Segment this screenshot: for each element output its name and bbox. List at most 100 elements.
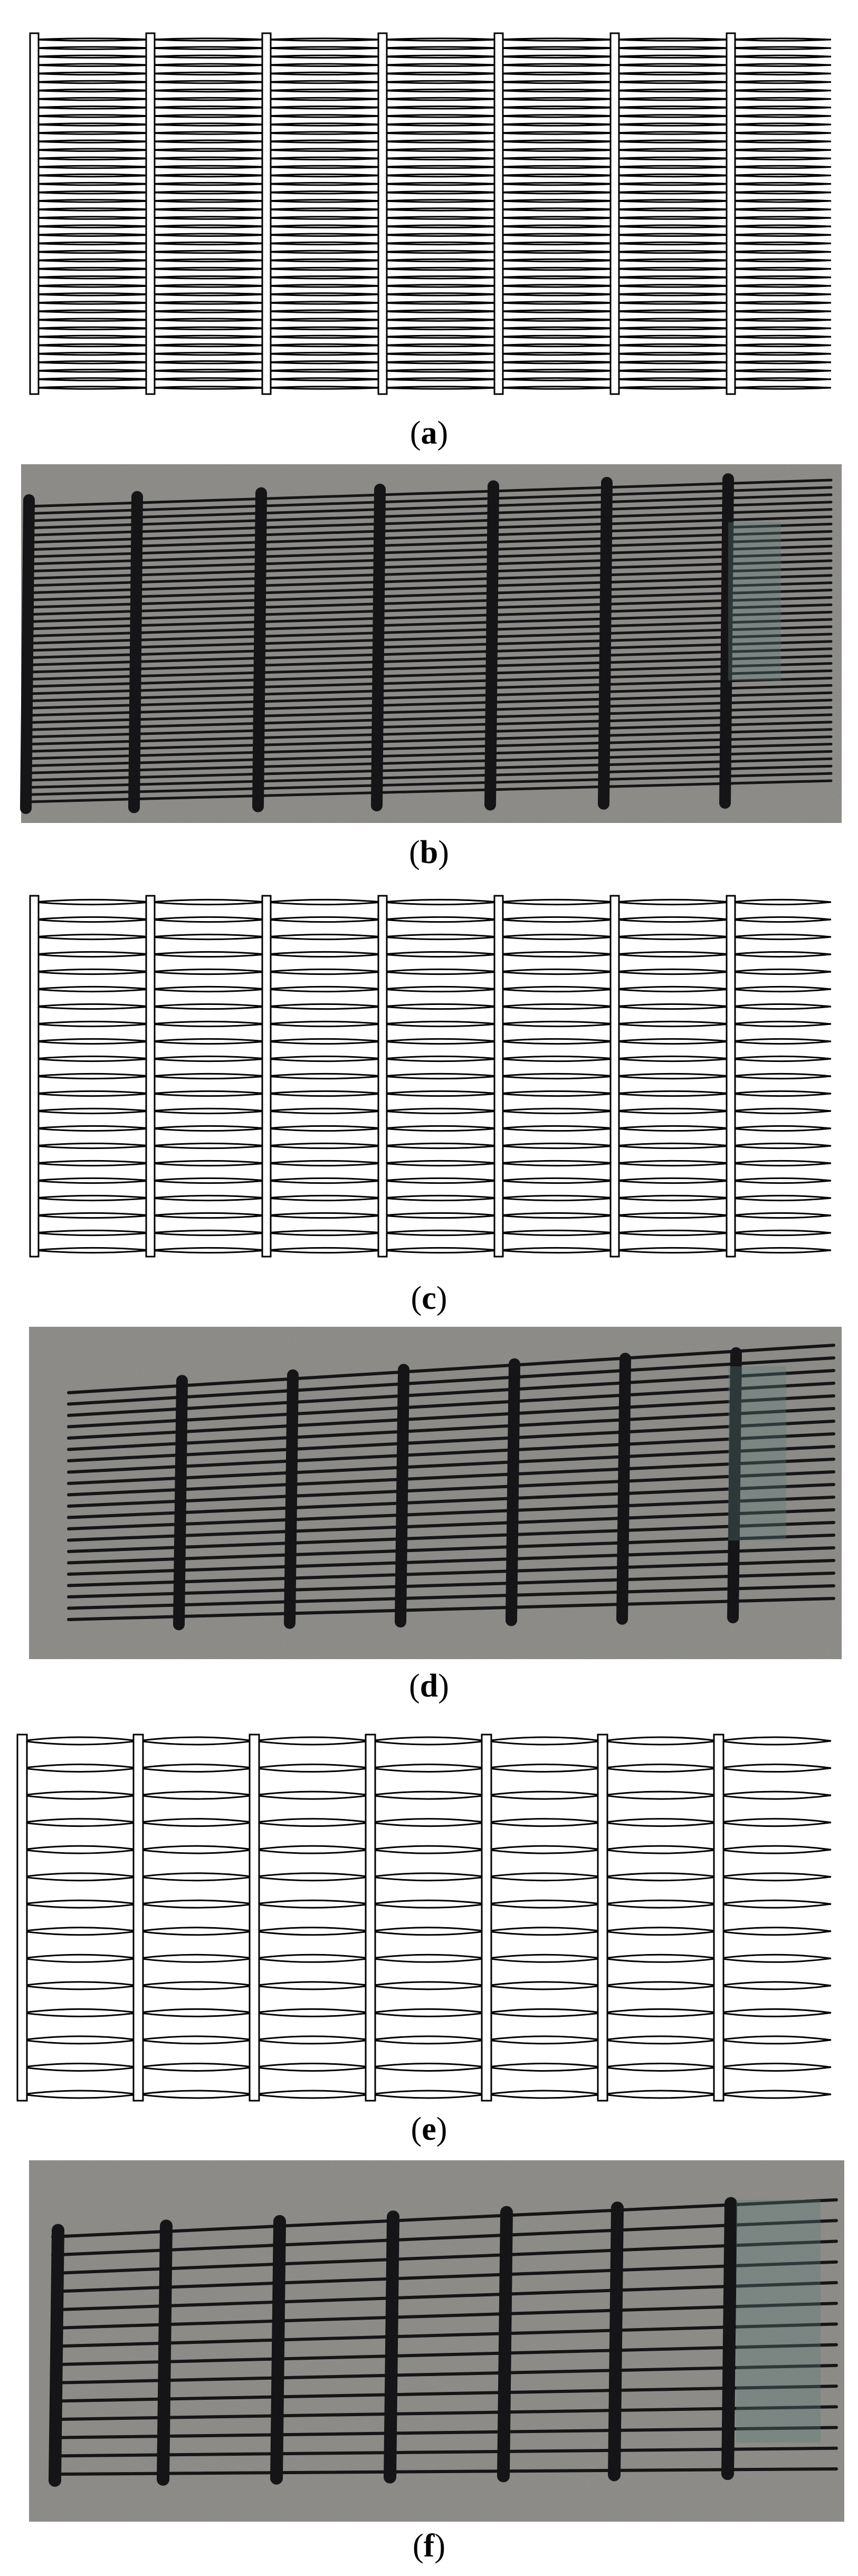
rib-strand-lower — [34, 166, 832, 169]
rib-strand-upper — [34, 199, 832, 202]
rib-strand-lower — [22, 1903, 832, 1909]
rib-strand — [67, 1470, 835, 1508]
rib-strand-lower — [22, 2039, 832, 2045]
panel-e-drawing — [0, 1720, 858, 2110]
rib-strand — [25, 764, 833, 789]
rib-strand-lower — [34, 387, 832, 390]
rib-strand-upper — [34, 207, 832, 210]
rib-strand-lower — [34, 191, 832, 195]
rib-strand-lower — [22, 1822, 832, 1827]
rib-strand-lower — [34, 217, 832, 220]
rib-strand — [25, 574, 833, 602]
caption-letter-b: b — [420, 835, 438, 870]
transverse-bar — [145, 32, 156, 395]
rib-strand — [25, 478, 833, 508]
rib-strand — [67, 1572, 835, 1598]
caption-letter-e: e — [422, 2111, 436, 2147]
rib-strand — [25, 691, 833, 717]
rib-strand — [51, 2385, 838, 2403]
rib-strand-lower — [34, 1145, 832, 1150]
rib-strand-upper — [34, 292, 832, 295]
rib-strand-lower — [34, 1214, 832, 1219]
rib-strand-lower — [34, 39, 832, 42]
rib-strand-lower — [34, 276, 832, 280]
rib-strand-upper — [34, 1212, 832, 1217]
rib-strand-upper — [34, 1020, 832, 1025]
panel-b-photo — [0, 459, 858, 828]
rib-strand — [67, 1432, 835, 1474]
rib-strand-upper — [34, 1003, 832, 1008]
rib-strand-lower — [34, 319, 832, 322]
rib-strand-upper — [34, 334, 832, 338]
rib-strand-lower — [34, 1249, 832, 1254]
rib-strand-upper — [34, 377, 832, 380]
transverse-bar — [261, 895, 272, 1258]
rib-strand — [25, 662, 833, 688]
rib-strand-upper — [34, 106, 832, 109]
rib-strand-upper — [34, 916, 832, 921]
rib-strand-upper — [34, 1055, 832, 1060]
panel-a-drawing — [0, 24, 858, 404]
rib-strand-upper — [34, 46, 832, 49]
panel-d-photo — [0, 1324, 858, 1662]
rib-strand-upper — [34, 156, 832, 159]
caption-letter-d: d — [420, 1668, 438, 1704]
rib-strand-lower — [34, 98, 832, 101]
green-marker-tint — [736, 2200, 821, 2443]
geogrid-photo-f — [29, 2160, 844, 2522]
rib-strand-lower — [34, 242, 832, 246]
transverse-bar — [493, 32, 504, 395]
rib-strand-lower — [34, 90, 832, 93]
rib-strand — [25, 669, 833, 695]
rib-strand-upper — [34, 148, 832, 151]
rib-strand-upper — [34, 1229, 832, 1234]
rib-strand — [25, 655, 833, 681]
rib-strand-lower — [22, 1930, 832, 1936]
rib-strand-upper — [34, 369, 832, 372]
rib-strand-lower — [34, 971, 832, 975]
rib-strand-upper — [34, 173, 832, 177]
rib-strand-lower — [34, 140, 832, 143]
rib-strand-upper — [34, 951, 832, 955]
rib-strand — [25, 750, 833, 774]
rib-strand-upper — [34, 216, 832, 219]
geogrid-drawing-a — [29, 32, 832, 395]
rib-strand-upper — [34, 933, 832, 938]
rib-strand-upper — [34, 309, 832, 312]
rib-strand-upper — [34, 266, 832, 270]
rib-strand — [25, 610, 833, 638]
transverse-bar — [395, 1364, 409, 1628]
rib-strand — [25, 515, 833, 544]
rib-strand-upper — [34, 131, 832, 134]
rib-strand-lower — [34, 953, 832, 958]
rib-strand — [67, 1407, 835, 1451]
rib-strand-lower — [34, 293, 832, 296]
transverse-bar — [721, 2197, 737, 2481]
caption-e: (e) — [411, 2111, 447, 2147]
transverse-bar — [377, 895, 388, 1258]
transverse-bar — [726, 895, 736, 1258]
rib-strand-lower — [22, 1740, 832, 1746]
rib-strand-upper — [34, 88, 832, 92]
rib-strand-upper — [34, 1090, 832, 1095]
rib-strand — [51, 2343, 838, 2367]
transverse-bar — [377, 32, 388, 395]
rib-strand-upper — [34, 1247, 832, 1251]
geogrid-photo-b — [20, 464, 842, 823]
rib-strand — [25, 698, 833, 724]
rib-strand — [25, 596, 833, 624]
transverse-bar — [493, 895, 504, 1258]
rib-strand-lower — [34, 175, 832, 178]
rib-strand — [25, 676, 833, 703]
transverse-bar — [261, 32, 272, 395]
rib-strand-upper — [34, 318, 832, 321]
rib-strand — [67, 1382, 835, 1429]
rib-strand-upper — [22, 1790, 832, 1796]
rib-strand-upper — [34, 54, 832, 58]
rib-strand — [25, 728, 833, 753]
rib-strand — [25, 559, 833, 587]
rib-strand — [25, 633, 833, 659]
rib-strand-upper — [34, 233, 832, 236]
rib-strand-lower — [34, 1197, 832, 1202]
rib-strand-upper — [34, 275, 832, 279]
